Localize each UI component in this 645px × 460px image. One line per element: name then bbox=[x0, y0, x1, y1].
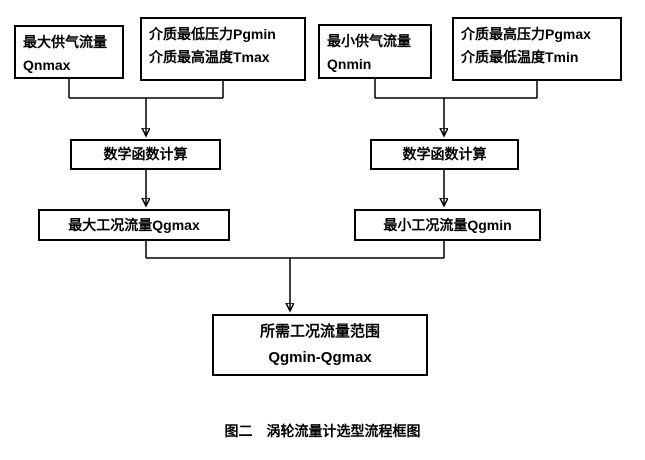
box-max-temp-line: 介质最高温度Tmax bbox=[149, 49, 270, 65]
box-max-working-flow-label: 最大工况流量Qgmax bbox=[68, 216, 200, 233]
box-max-supply-flow: 最大供气流量 Qnmax bbox=[14, 25, 124, 79]
box-min-supply-flow-line1: 最小供气流量 bbox=[327, 33, 411, 49]
figure-caption: 图二 涡轮流量计选型流程框图 bbox=[224, 423, 421, 439]
box-max-supply-flow-line2: Qnmax bbox=[23, 57, 71, 73]
box-min-working-flow: 最小工况流量Qgmin bbox=[354, 209, 541, 241]
box-min-pressure-line: 介质最低压力Pgmin bbox=[149, 26, 276, 42]
box-max-supply-flow-line1: 最大供气流量 bbox=[23, 34, 107, 50]
box-min-supply-flow: 最小供气流量 Qnmin bbox=[318, 24, 432, 79]
box-math-calc-right-label: 数学函数计算 bbox=[402, 146, 487, 162]
box-math-calc-left-label: 数学函数计算 bbox=[103, 146, 188, 162]
box-required-flow-range: 所需工况流量范围 Qgmin-Qgmax bbox=[212, 314, 428, 376]
connector-right-merge bbox=[374, 79, 538, 134]
box-max-working-flow: 最大工况流量Qgmax bbox=[38, 209, 230, 241]
connector-left-merge bbox=[68, 79, 224, 134]
connector-bottom-merge bbox=[145, 241, 445, 309]
box-required-flow-range-line1: 所需工况流量范围 bbox=[259, 323, 380, 340]
box-math-calc-right: 数学函数计算 bbox=[370, 139, 519, 170]
box-min-temp-line: 介质最低温度Tmin bbox=[461, 49, 579, 65]
box-math-calc-left: 数学函数计算 bbox=[70, 139, 221, 170]
box-max-pressure-min-temp: 介质最高压力Pgmax 介质最低温度Tmin bbox=[452, 17, 622, 81]
connector-calc-to-flow bbox=[146, 170, 444, 204]
box-min-supply-flow-line2: Qnmin bbox=[327, 56, 372, 72]
box-required-flow-range-line2: Qgmin-Qgmax bbox=[268, 349, 372, 366]
box-max-pressure-line: 介质最高压力Pgmax bbox=[461, 26, 591, 42]
box-min-pressure-max-temp: 介质最低压力Pgmin 介质最高温度Tmax bbox=[140, 17, 306, 81]
box-min-working-flow-label: 最小工况流量Qgmin bbox=[383, 216, 512, 233]
